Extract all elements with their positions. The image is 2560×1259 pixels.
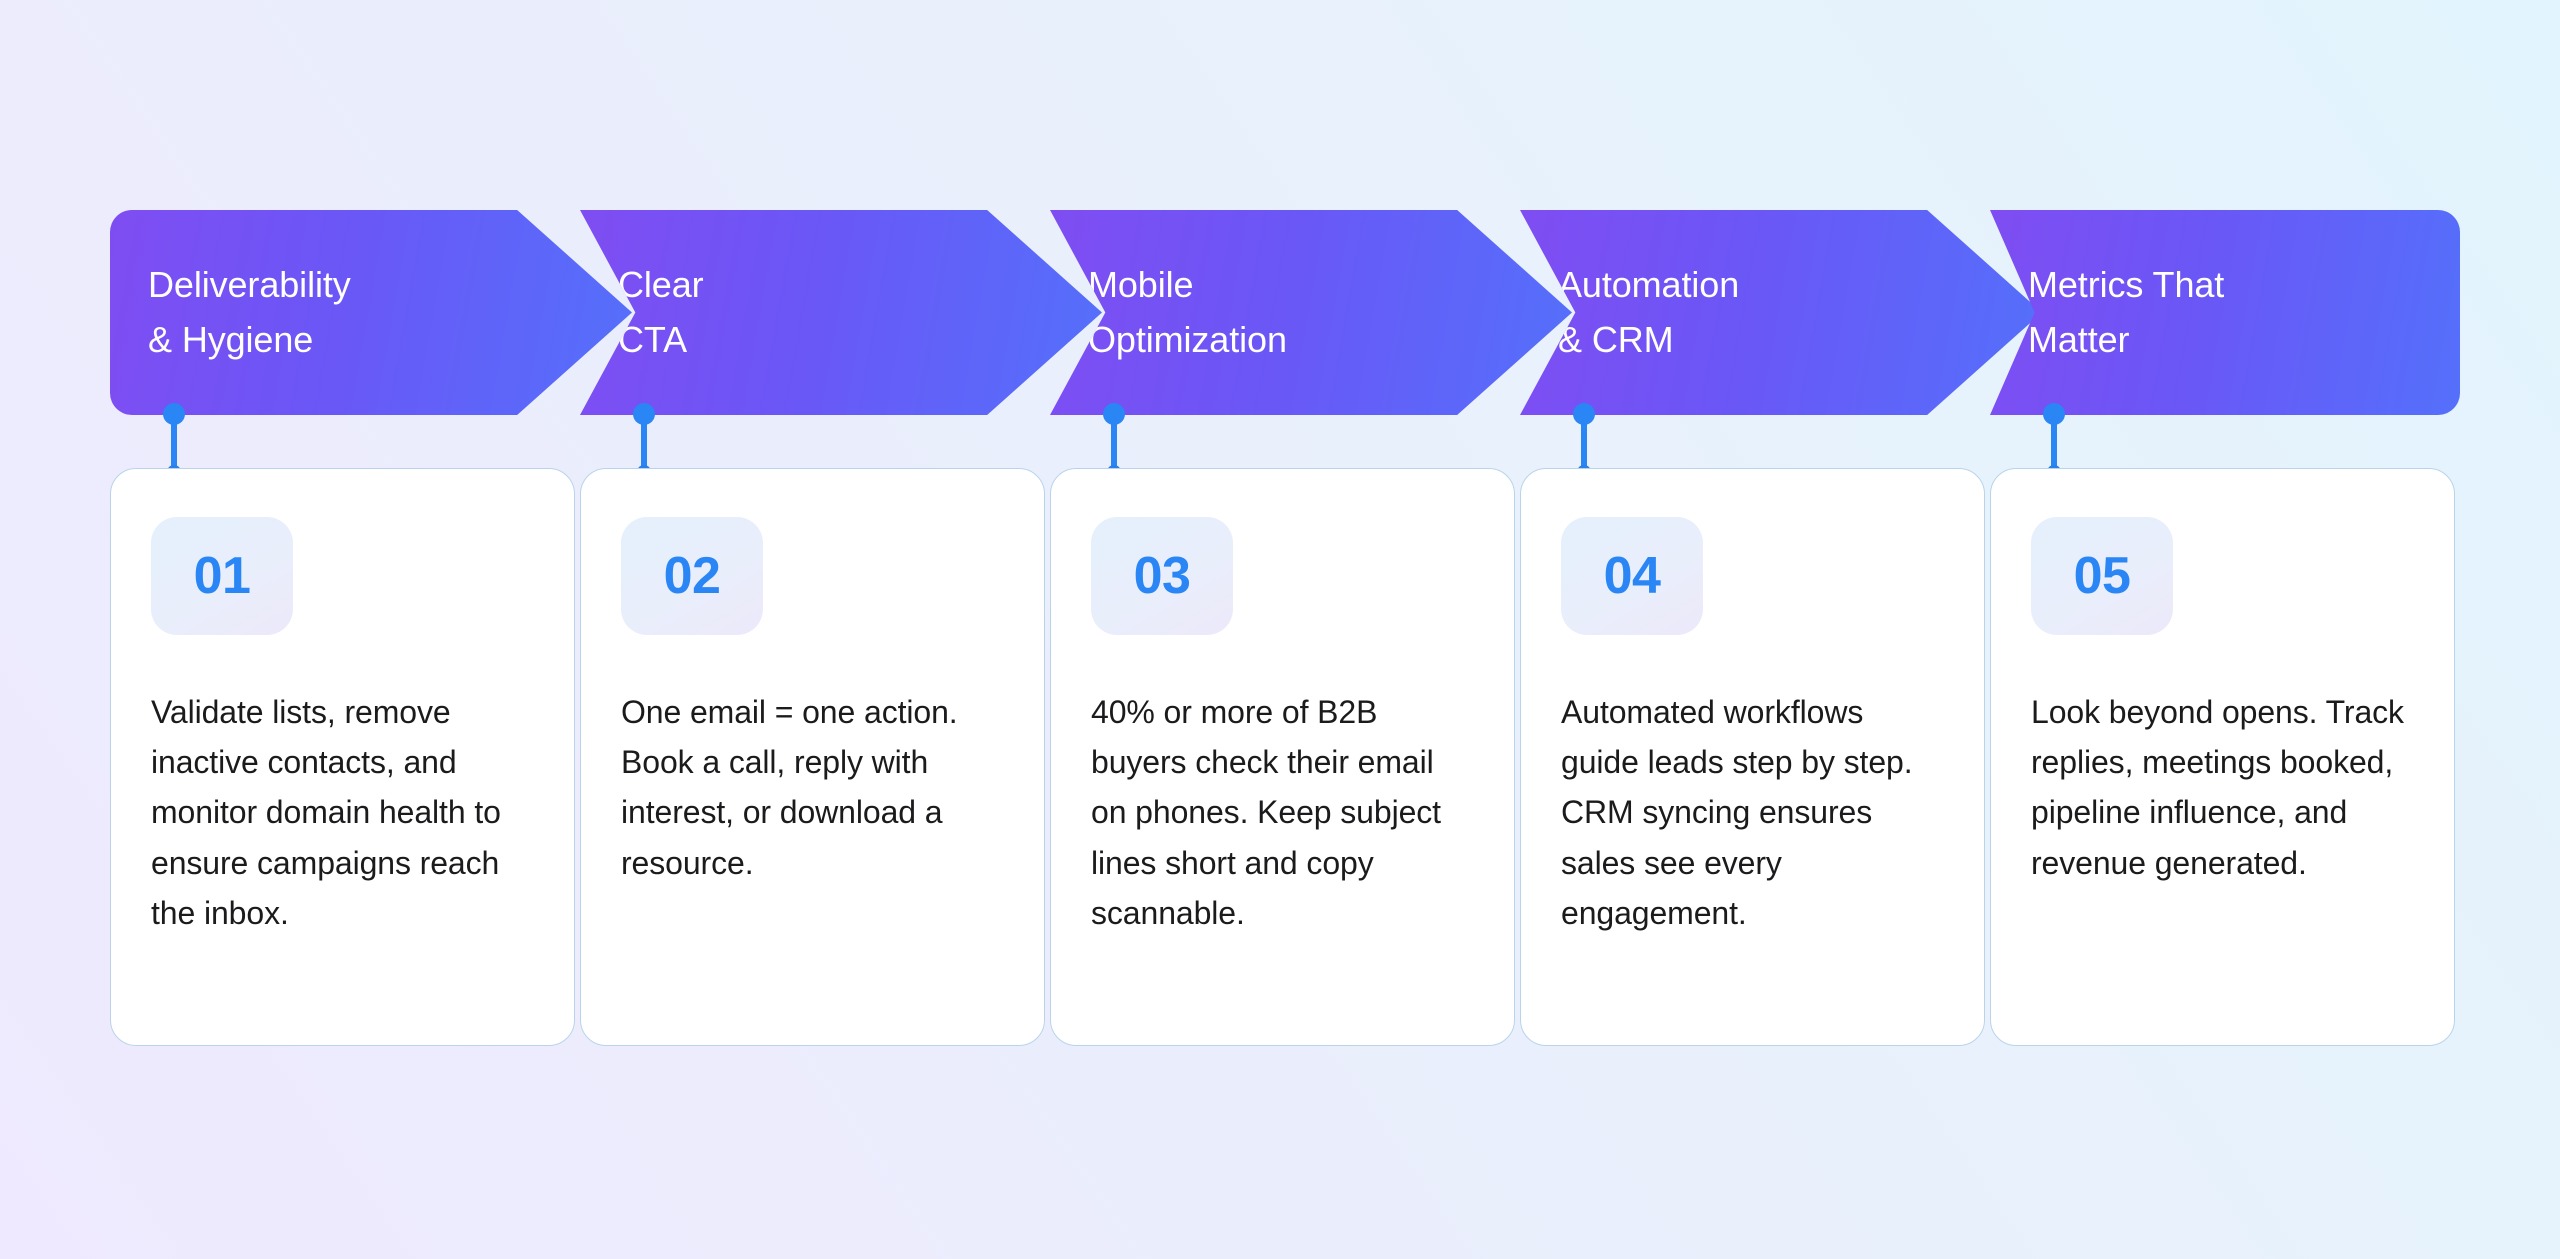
connector-line — [2051, 412, 2057, 474]
step-body-3: 40% or more of B2B buyers check their em… — [1091, 694, 1441, 931]
step-card-1[interactable]: 01 Validate lists, remove inactive conta… — [110, 468, 575, 1046]
step-card-5[interactable]: 05 Look beyond opens. Track replies, mee… — [1990, 468, 2455, 1046]
step-number-5: 05 — [2073, 547, 2131, 605]
step-number-1: 01 — [193, 547, 251, 605]
step-number-badge-2: 02 — [621, 517, 763, 635]
chevron-title-4: Automation & CRM — [1558, 263, 1740, 360]
step-number-badge-3: 03 — [1091, 517, 1233, 635]
step-number-2: 02 — [663, 547, 721, 605]
chevron-step-3[interactable]: Mobile Optimization — [1050, 210, 1572, 415]
chevron-title-5: Metrics That Matter — [2028, 263, 2225, 360]
chevron-step-1[interactable]: Deliverability & Hygiene — [110, 210, 632, 415]
step-card-4[interactable]: 04 Automated workflows guide leads step … — [1520, 468, 1985, 1046]
connector-line — [171, 412, 177, 474]
step-number-badge-1: 01 — [151, 517, 293, 635]
step-body-1: Validate lists, remove inactive contacts… — [151, 694, 501, 931]
chevron-step-4[interactable]: Automation & CRM — [1520, 210, 2042, 415]
chevron-band: Deliverability & Hygiene Clear CTA Mobil… — [110, 210, 2460, 415]
step-number-4: 04 — [1603, 547, 1661, 605]
step-body-5: Look beyond opens. Track replies, meetin… — [2031, 694, 2404, 881]
step-number-badge-5: 05 — [2031, 517, 2173, 635]
chevron-step-2[interactable]: Clear CTA — [580, 210, 1102, 415]
chevron-title-2: Clear CTA — [618, 263, 704, 360]
step-card-2[interactable]: 02 One email = one action. Book a call, … — [580, 468, 1045, 1046]
chevron-step-5[interactable]: Metrics That Matter — [1990, 210, 2460, 415]
connector-line — [1111, 412, 1117, 474]
step-card-3[interactable]: 03 40% or more of B2B buyers check their… — [1050, 468, 1515, 1046]
step-body-2: One email = one action. Book a call, rep… — [621, 694, 958, 881]
connector-line — [1581, 412, 1587, 474]
step-body-4: Automated workflows guide leads step by … — [1561, 694, 1913, 931]
connector-line — [641, 412, 647, 474]
chevron-title-1: Deliverability & Hygiene — [148, 263, 351, 360]
step-number-badge-4: 04 — [1561, 517, 1703, 635]
chevron-title-3: Mobile Optimization — [1088, 263, 1287, 360]
step-number-3: 03 — [1133, 547, 1191, 605]
